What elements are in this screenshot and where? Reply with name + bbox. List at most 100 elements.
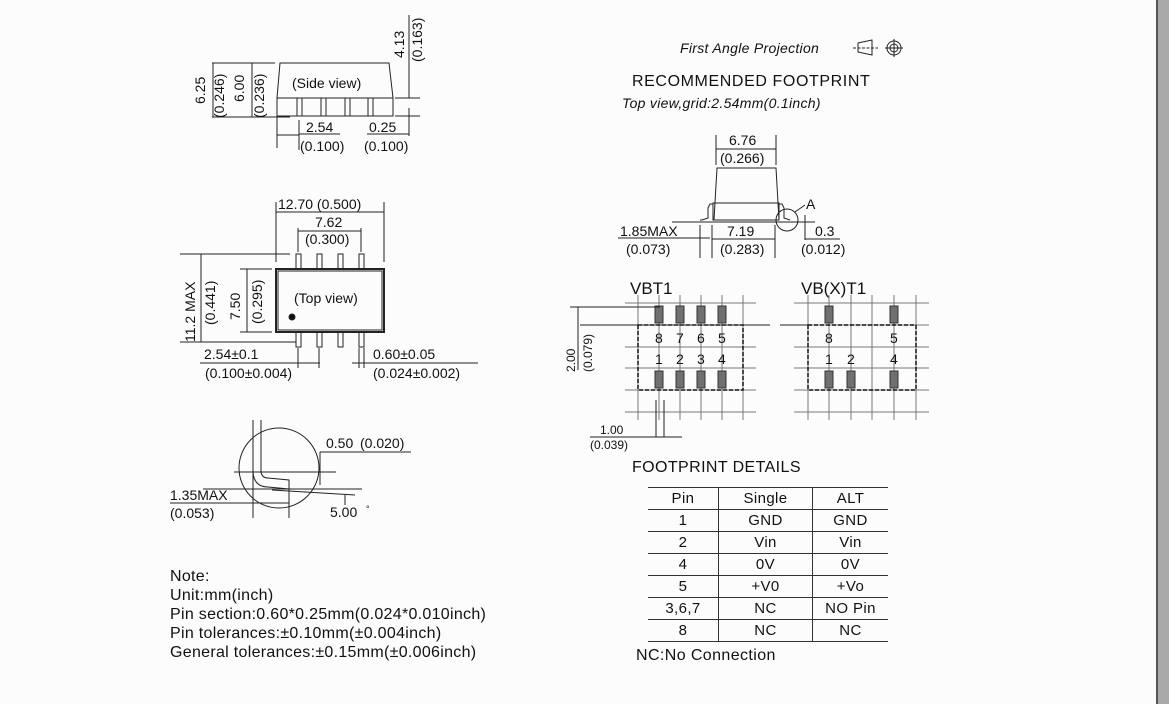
cell-pin: 2	[648, 531, 719, 554]
cell-alt: 0V	[812, 553, 888, 576]
cell-pin: 4	[648, 553, 719, 576]
cell-alt: NC	[812, 619, 888, 642]
detail-circle	[238, 427, 320, 509]
footprint-title: RECOMMENDED FOOTPRINT	[632, 73, 871, 90]
column-header: Single	[718, 487, 813, 510]
footprint-pad	[889, 305, 899, 324]
table-row: 2 Vin Vin	[648, 531, 888, 554]
dim-pin-width: 0.60±0.05	[373, 346, 435, 362]
footprint-pad	[696, 305, 706, 324]
dim-total-height-in: (0.246)	[211, 74, 227, 118]
side-view	[212, 15, 420, 150]
angle-value: 5.00	[330, 504, 357, 520]
cell-single: NC	[718, 619, 813, 642]
angle-unit: °	[366, 504, 370, 514]
cell-single: GND	[718, 509, 813, 532]
footprint-subtitle: Top view,grid:2.54mm(0.1inch)	[622, 95, 821, 111]
side-view-pin	[367, 97, 374, 117]
note-line: Unit:mm(inch)	[170, 587, 274, 604]
detail-a	[170, 420, 411, 518]
dim-pitch-tol-in: (0.100±0.004)	[205, 365, 292, 381]
table-row: 3,6,7 NC NO Pin	[648, 597, 888, 620]
cell-alt: NO Pin	[812, 597, 888, 620]
pin-number: 5	[890, 330, 898, 346]
component-outline	[807, 324, 917, 391]
footprint-pad	[654, 305, 664, 324]
fp-dim-body-in: (0.283)	[720, 241, 764, 257]
top-view-body	[275, 268, 385, 333]
cell-pin: 5	[648, 575, 719, 598]
fp-dim-standoff: 0.3	[815, 223, 835, 239]
dim-top: 4.13	[391, 31, 407, 58]
cell-pin: 3,6,7	[648, 597, 719, 620]
footprint-footnote: NC:No Connection	[636, 647, 776, 664]
side-view-pin	[344, 97, 351, 117]
vbt1-dim-vertical-in: (0.079)	[581, 334, 595, 372]
footprint-side-view	[618, 135, 840, 258]
top-view-pin	[337, 331, 344, 348]
note-line: General tolerances:±0.15mm(±0.006inch)	[170, 644, 477, 661]
pin-number: 1	[655, 351, 663, 367]
column-header: ALT	[812, 487, 888, 510]
footprint-pad	[824, 305, 834, 324]
footprint-pad	[889, 370, 899, 389]
vbt1-dim-vertical: 2.00	[564, 348, 578, 372]
fp-dim-lead: 1.85MAX	[620, 223, 678, 239]
footprint-pad	[824, 370, 834, 389]
top-view-pin	[337, 253, 344, 270]
table-row: 1 GND GND	[648, 509, 888, 532]
pin-number: 5	[718, 330, 726, 346]
pin-number: 1	[825, 351, 833, 367]
note-line: Pin section:0.60*0.25mm(0.024*0.010inch)	[170, 606, 487, 623]
pin-number: 4	[718, 351, 726, 367]
table-header-row: Pin Single ALT	[648, 487, 888, 510]
side-view-pin	[320, 97, 327, 117]
dim-width: 12.70 (0.500)	[278, 196, 361, 212]
vertical-scrollbar[interactable]	[1156, 0, 1169, 704]
dim-row-in: (0.300)	[305, 231, 349, 247]
vbt1-title: VBT1	[630, 279, 673, 298]
pin-number: 4	[890, 351, 898, 367]
dim-pitch-in: (0.100)	[300, 138, 344, 154]
footprint-pad	[654, 370, 664, 389]
dim-body-height: 6.00	[231, 75, 247, 102]
top-view-pin	[295, 331, 302, 348]
footprint-pad	[675, 370, 685, 389]
fp-dim-standoff-in: (0.012)	[801, 241, 845, 257]
table-row: 4 0V 0V	[648, 553, 888, 576]
fp-dim-top: 6.76	[729, 132, 756, 148]
pin-number: 7	[676, 330, 684, 346]
fp-dim-lead-in: (0.073)	[626, 241, 670, 257]
top-view-pin	[316, 253, 323, 270]
dim-thickness: 0.50	[326, 435, 353, 451]
dim-standoff: 0.25	[369, 119, 396, 135]
cell-single: Vin	[718, 531, 813, 554]
dim-height-max-in: (0.441)	[202, 281, 218, 325]
top-view-pin	[316, 331, 323, 348]
first-angle-projection-icon	[853, 39, 903, 57]
fp-dim-body: 7.19	[727, 223, 754, 239]
note-line: Pin tolerances:±0.10mm(±0.004inch)	[170, 625, 442, 642]
dim-pitch-tol: 2.54±0.1	[204, 346, 259, 362]
top-view-label: (Top view)	[294, 290, 358, 306]
vbt1-dimensions	[570, 306, 808, 438]
footprint-details-title: FOOTPRINT DETAILS	[632, 459, 801, 476]
cell-pin: 8	[648, 619, 719, 642]
table-row: 8 NC NC	[648, 619, 888, 642]
column-header: Pin	[648, 487, 719, 510]
pin-number: 3	[697, 351, 705, 367]
top-view	[180, 202, 478, 368]
notes-block: Note: Unit:mm(inch) Pin section:0.60*0.2…	[170, 567, 486, 662]
dim-foot-in: (0.053)	[170, 505, 214, 521]
footprint-pad	[846, 370, 856, 389]
cell-alt: GND	[812, 509, 888, 532]
table-row: 5 +V0 +Vo	[648, 575, 888, 598]
cell-alt: +Vo	[812, 575, 888, 598]
dim-row: 7.62	[315, 214, 342, 230]
detail-a-label: A	[806, 196, 816, 212]
pin-number: 2	[676, 351, 684, 367]
dim-body: 7.50	[227, 293, 243, 320]
dim-height-max: 11.2 MAX	[182, 281, 198, 342]
